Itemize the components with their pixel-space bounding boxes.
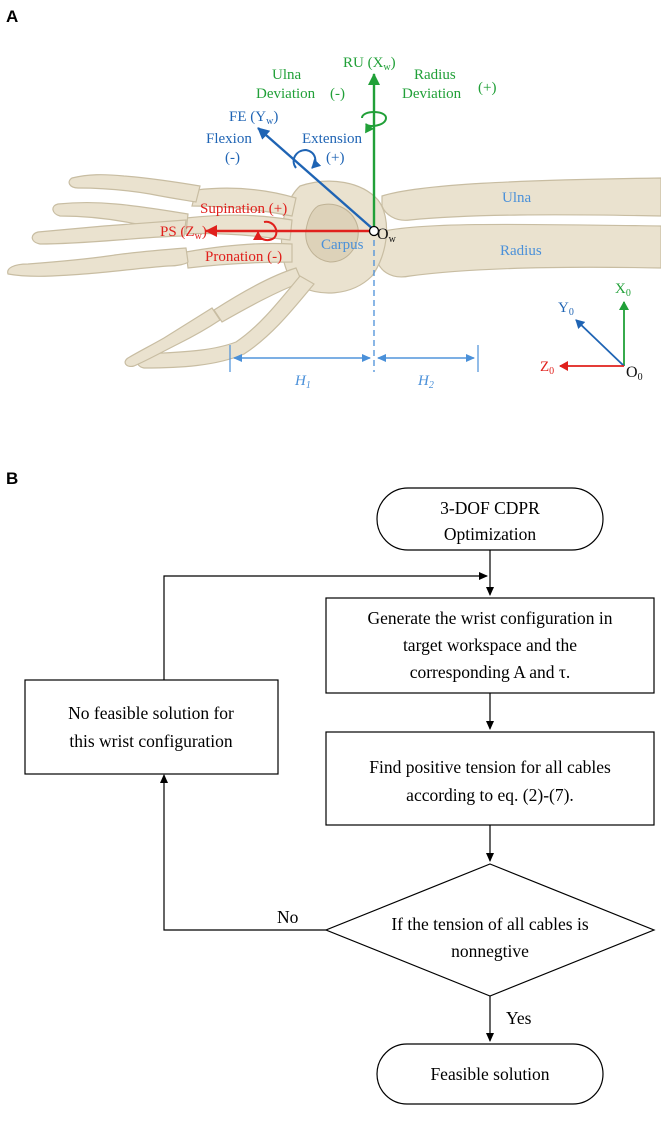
carpus-label: Carpus: [321, 237, 364, 253]
radius-deviation-label-1: Radius: [414, 67, 456, 83]
find-tension-line1: Find positive tension for all cables: [369, 757, 611, 777]
wrist-origin-label: Ow: [377, 226, 397, 245]
fe-axis-label: FE (Yw): [229, 109, 278, 127]
y0-axis-arrow: [575, 319, 625, 367]
pronation-label: Pronation (-): [205, 249, 282, 265]
o0-label: O0: [626, 364, 643, 383]
ulna-deviation-label-2: Deviation: [256, 86, 316, 102]
feasible-solution-node: [376, 1043, 604, 1105]
ps-axis-label: PS (Zw): [160, 224, 207, 242]
flexion-label: Flexion: [206, 131, 252, 147]
ps-rotation-icon: [253, 220, 278, 241]
reference-frame: [559, 301, 629, 371]
edge-decision-no: [160, 774, 326, 931]
edge-loop-back: [163, 572, 488, 680]
generate-config-line3: corresponding A and τ.: [410, 662, 571, 682]
start-node-line2: Optimization: [444, 524, 537, 544]
find-tension-line2: according to eq. (2)-(7).: [406, 785, 574, 805]
radius-deviation-sign: (+): [478, 80, 496, 96]
no-solution-node: [24, 679, 279, 775]
no-solution-line1: No feasible solution for: [68, 703, 234, 723]
ulna-label: Ulna: [502, 190, 532, 206]
radius-deviation-label-2: Deviation: [402, 86, 462, 102]
edge-no-label: No: [277, 907, 299, 927]
flexion-sign: (-): [225, 150, 240, 166]
h1-dimension: [229, 345, 371, 372]
extension-sign: (+): [326, 150, 344, 166]
decision-line2: nonnegtive: [451, 941, 529, 961]
y0-label: Y0: [558, 300, 574, 318]
generate-config-line1: Generate the wrist configuration in: [368, 608, 613, 628]
ru-axis-label: RU (Xw): [343, 55, 396, 73]
panel-a-letter: A: [6, 7, 18, 26]
feasible-solution-label: Feasible solution: [430, 1064, 549, 1084]
h2-dimension: [377, 345, 479, 372]
fe-axis-arrow: [257, 127, 375, 231]
hand-skeleton-illustration: [7, 174, 661, 369]
ru-rotation-icon: [361, 111, 388, 134]
ulna-deviation-label-1: Ulna: [272, 67, 302, 83]
fe-rotation-icon: [292, 148, 322, 169]
start-node-line1: 3-DOF CDPR: [440, 498, 540, 518]
edge-yes-label: Yes: [506, 1008, 532, 1028]
panel-b-letter: B: [6, 469, 18, 488]
radius-label: Radius: [500, 243, 542, 259]
supination-label: Supination (+): [200, 201, 287, 217]
x0-label: X0: [615, 281, 631, 299]
decision-line1: If the tension of all cables is: [391, 914, 588, 934]
ulna-deviation-sign: (-): [330, 86, 345, 102]
no-solution-line2: this wrist configuration: [69, 731, 233, 751]
find-tension-node: [325, 731, 655, 826]
h2-label: H2: [417, 373, 434, 391]
wrist-origin-marker: [368, 225, 380, 237]
h1-label: H1: [294, 373, 311, 391]
z0-label: Z0: [540, 359, 554, 377]
generate-config-line2: target workspace and the: [403, 635, 577, 655]
extension-label: Extension: [302, 131, 362, 147]
